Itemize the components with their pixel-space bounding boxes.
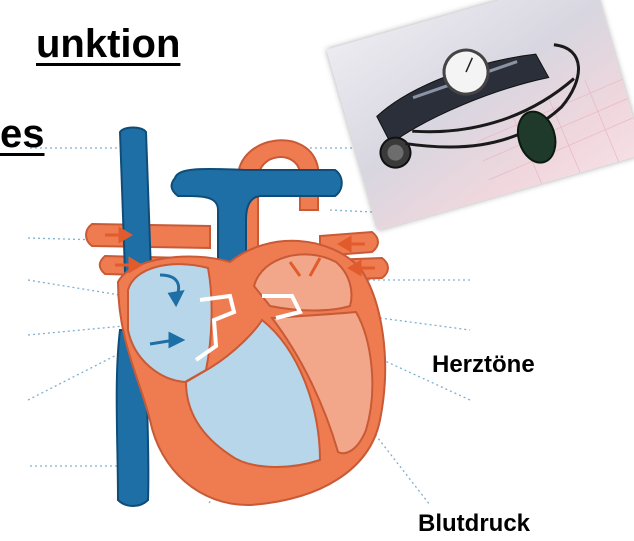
page-title-line-1: unktion <box>36 22 180 67</box>
page-title-line-2: es <box>0 112 45 157</box>
blood-pressure-label: Blutdruck <box>418 510 530 538</box>
heart-sounds-label: Herztöne <box>432 351 535 379</box>
